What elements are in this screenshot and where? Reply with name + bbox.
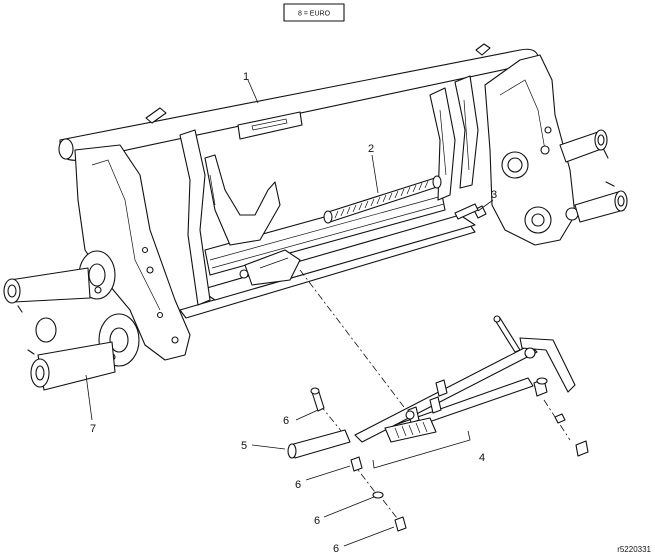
callout-2: 2 [368, 143, 374, 155]
frame-assembly [3, 43, 628, 391]
note-box: 8 = EURO [283, 3, 345, 22]
callout-leaders [85, 79, 494, 547]
callout-6d: 6 [333, 543, 339, 555]
drawing-reference: r5220331 [617, 545, 651, 554]
callout-6a: 6 [283, 415, 289, 427]
pin-part-5 [287, 429, 351, 459]
lock-bracket [239, 249, 301, 286]
linkage-assembly [354, 315, 589, 457]
assembly-centerlines [299, 269, 571, 523]
callout-6c: 6 [314, 515, 320, 527]
callout-4: 4 [479, 452, 485, 464]
callout-7: 7 [90, 423, 96, 435]
callout-6b: 6 [295, 479, 301, 491]
callout-5: 5 [241, 440, 247, 452]
note-box-text: 8 = EURO [298, 11, 331, 18]
callout-1: 1 [243, 71, 249, 83]
spring [323, 175, 442, 224]
callout-labels: 1 2 3 4 5 6 6 6 6 7 [90, 71, 497, 555]
bolt-part-6 [310, 387, 325, 412]
washer-and-nut-stack [350, 456, 407, 532]
callout-3: 3 [491, 189, 497, 201]
